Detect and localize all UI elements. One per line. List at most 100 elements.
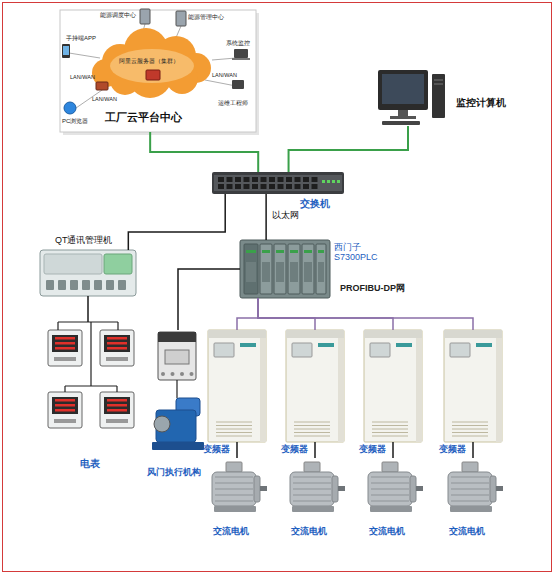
inverter-vent (294, 425, 330, 426)
module-led-strip (276, 250, 284, 253)
inverter-top (208, 330, 266, 338)
inverter-panel (292, 343, 312, 357)
motor-fin (293, 483, 331, 484)
actuator-base (152, 442, 204, 450)
comm-manager: QT通讯管理机 (40, 250, 136, 296)
inverter-side (260, 338, 266, 442)
motor-fin (293, 489, 331, 490)
inverter-vent (216, 429, 252, 430)
inverter-vent (452, 425, 488, 426)
server-icon (176, 11, 186, 26)
motor-fin (371, 501, 409, 502)
motor-fin (451, 501, 489, 502)
motor-terminal-box (382, 462, 398, 472)
meter-wire (58, 321, 118, 322)
switch-front (214, 175, 342, 191)
node-label: QT通讯管理机 (55, 235, 113, 245)
actuator-wheel (154, 416, 170, 432)
motor-base (214, 506, 256, 512)
annotation-label: LAN/WAN (92, 96, 117, 102)
motor-fin (215, 483, 253, 484)
connector-line (150, 132, 258, 172)
meter-digits (55, 409, 75, 412)
connector-line (265, 194, 267, 240)
comm-port (82, 280, 90, 290)
meter-buttons (54, 357, 76, 361)
comm-manager-panel (44, 254, 102, 274)
network-switch: 交换机 (212, 172, 344, 194)
connector-line (472, 442, 474, 458)
inverter-vent (216, 422, 252, 423)
monitor-display (382, 74, 424, 104)
phone-screen (63, 46, 69, 55)
switch-port (303, 177, 309, 182)
motor-body (290, 472, 334, 506)
power-meter (48, 392, 82, 428)
node-label: 变频器 (359, 444, 386, 454)
module-led-strip (262, 250, 270, 253)
inverter-panel (450, 343, 470, 357)
comm-port (118, 280, 126, 290)
plc-module (274, 244, 286, 294)
meter-buttons (106, 419, 128, 423)
switch-port (227, 184, 233, 189)
contactor-top (158, 332, 196, 342)
page-border (3, 3, 552, 572)
inverter: 变频器 (364, 330, 422, 442)
switch-led (337, 180, 340, 183)
actuator-wire (176, 380, 177, 398)
firewall-icon (96, 82, 108, 90)
switch-port (252, 184, 258, 189)
inverter-vent (216, 436, 252, 437)
switch-port (261, 184, 267, 189)
annotation-label: LAN/WAN (70, 74, 95, 80)
tower-slot (434, 80, 443, 81)
meter-buttons (106, 357, 128, 361)
monitor-stand (398, 110, 408, 116)
contactor-terminal (161, 372, 165, 376)
contactor-terminal (180, 372, 184, 376)
node-label: 变频器 (281, 444, 308, 454)
inverter-vent (372, 422, 408, 423)
monitor-computer: 监控计算机 (372, 68, 444, 126)
inverter-vent (452, 432, 488, 433)
laptop-icon (234, 49, 248, 58)
meter-screen (52, 397, 78, 414)
switch-led (332, 180, 335, 183)
motor-fin (371, 477, 409, 478)
browser-icon (64, 102, 76, 114)
inverter-vent (372, 429, 408, 430)
switch-body (212, 172, 344, 194)
node-label: 变频器 (439, 444, 466, 454)
motor-shaft (260, 486, 267, 491)
inverter-top (286, 330, 344, 338)
meter-digits (107, 337, 127, 340)
inverter-vent (452, 422, 488, 423)
motor-body (448, 472, 492, 506)
motor-fin (371, 495, 409, 496)
inverter-logo (318, 343, 334, 347)
plc-module (316, 244, 326, 294)
connector-line (87, 296, 89, 322)
power-meter (48, 330, 82, 366)
meter-digits (107, 404, 127, 407)
connector-line (314, 442, 316, 458)
inverter: 变频器 (286, 330, 344, 442)
meter-wire (116, 386, 117, 392)
inverter-vent (294, 432, 330, 433)
module-cover (246, 262, 256, 282)
connector-line (289, 126, 408, 172)
power-meter (100, 392, 134, 428)
module-cover (304, 262, 312, 282)
switch-port (278, 177, 284, 182)
meter-digits (55, 342, 75, 345)
motor-end-cap (410, 476, 416, 502)
inverter-vent (216, 432, 252, 433)
switch-port (286, 177, 292, 182)
annotation-label: PROFIBU-DP网 (340, 284, 405, 294)
inverter-logo (476, 343, 492, 347)
motor-fin (215, 477, 253, 478)
network-link (69, 53, 100, 58)
inverter-logo (396, 343, 412, 347)
